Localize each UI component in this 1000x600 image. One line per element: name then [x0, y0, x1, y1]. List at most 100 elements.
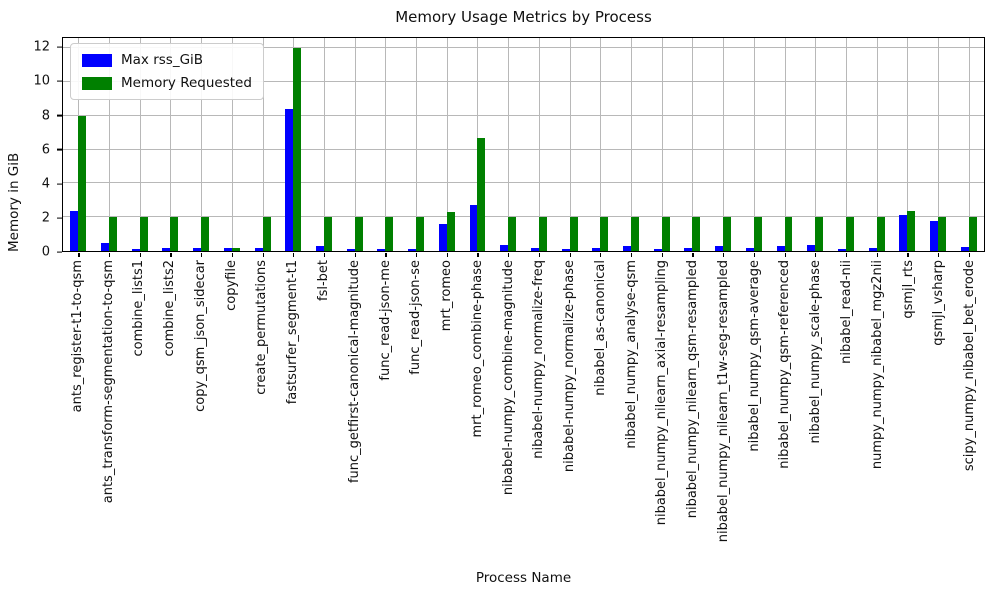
y-tick-label: 2 — [41, 210, 50, 226]
x-tick-label-cell: ants_register-t1-to-qsm — [62, 260, 93, 560]
y-tick-label: 0 — [41, 244, 50, 260]
x-tick-mark — [477, 252, 479, 257]
bar-group — [370, 38, 401, 257]
legend-entry: Memory Requested — [82, 75, 252, 91]
x-tick-label-cell: func_read-json-se — [400, 260, 431, 560]
vertical-gridline — [170, 38, 172, 251]
bar-group — [401, 38, 432, 257]
y-tick-label: 10 — [33, 73, 50, 89]
bar-pair — [554, 38, 585, 251]
x-tick-label: create_permutations — [254, 260, 270, 395]
y-tick-mark — [57, 183, 62, 185]
x-tick-mark — [753, 252, 755, 257]
bar-memory-requested — [784, 217, 793, 251]
bar-max-rss-gib — [316, 245, 324, 251]
bar-pair — [247, 38, 278, 251]
x-tick-mark — [538, 252, 541, 257]
legend-label: Max rss_GiB — [121, 52, 204, 68]
bar-pair — [94, 38, 125, 251]
x-tick-label-cell: nibabel_numpy_analyse-qsm — [616, 260, 647, 560]
x-tick-label-cell: scipy_numpy_nibabel_bet_erode — [954, 260, 985, 560]
x-tick-label: copyfile — [223, 260, 239, 311]
bar-max-rss-gib — [254, 248, 263, 251]
vertical-gridline — [692, 38, 694, 251]
vertical-gridline — [631, 38, 632, 251]
bar-group — [493, 38, 524, 257]
bar-pair — [861, 38, 892, 251]
bar-pair — [155, 38, 186, 251]
bar-memory-requested — [876, 217, 885, 251]
x-tick-mark — [139, 252, 141, 257]
bar-max-rss-gib — [162, 248, 171, 251]
bar-group — [554, 38, 585, 257]
bar-group — [861, 38, 892, 257]
bar-memory-requested — [446, 212, 455, 251]
bar-group — [800, 38, 831, 257]
chart-title: Memory Usage Metrics by Process — [395, 8, 652, 26]
bar-group — [247, 38, 278, 257]
x-tick-label: func_read-json-se — [408, 260, 424, 375]
bar-pair — [401, 38, 432, 251]
horizontal-gridline — [63, 114, 984, 116]
vertical-gridline — [600, 38, 602, 251]
bar-group — [677, 38, 708, 257]
bar-group — [63, 38, 94, 257]
bar-pair — [953, 38, 984, 251]
x-tick-label: nibabel-numpy_combine-magnitude — [500, 260, 516, 496]
bar-group — [278, 38, 309, 257]
horizontal-gridline — [63, 80, 984, 82]
x-tick-label: nibabel_as-canonical — [592, 260, 608, 396]
bar-max-rss-gib — [561, 249, 570, 251]
bar-group — [462, 38, 493, 257]
legend: Max rss_GiB Memory Requested — [70, 43, 264, 100]
x-tick-mark — [262, 252, 264, 257]
bar-memory-requested — [231, 247, 240, 251]
y-tick-mark — [57, 149, 62, 151]
x-tick-label-cell: copy_qsm_json_sidecar — [185, 260, 216, 560]
vertical-gridline — [109, 38, 111, 251]
x-tick-label-cell: nibabel_read-nii — [831, 260, 862, 560]
vertical-gridline — [569, 38, 571, 251]
bar-max-rss-gib — [868, 247, 877, 251]
x-tick-mark — [631, 252, 633, 257]
bar-pair — [462, 38, 493, 251]
vertical-gridline — [815, 38, 817, 251]
x-tick-label: nibabel_numpy_nilearn_axial-resampling — [654, 260, 670, 526]
bar-max-rss-gib — [193, 248, 202, 251]
legend-swatch — [82, 76, 112, 90]
x-tick-label-cell: fastsurfer_segment-t1 — [277, 260, 308, 560]
bar-group — [339, 38, 370, 257]
vertical-gridline — [968, 38, 970, 251]
horizontal-gridline — [63, 216, 984, 218]
x-tick-label: qsmjl_vsharp — [931, 260, 947, 346]
bar-max-rss-gib — [653, 249, 662, 251]
vertical-gridline — [323, 38, 325, 251]
bar-group — [953, 38, 984, 257]
y-tick-label: 8 — [41, 108, 50, 123]
vertical-gridline — [876, 38, 878, 251]
y-tick-label: 4 — [41, 176, 50, 192]
x-tick-label: ants_transform-segmentation-to-qsm — [100, 260, 116, 504]
bar-memory-requested — [968, 217, 977, 251]
bar-group — [585, 38, 616, 257]
horizontal-gridline — [63, 182, 984, 184]
bar-memory-requested — [938, 217, 946, 251]
x-tick-label: copy_qsm_json_sidecar — [192, 260, 208, 412]
x-tick-label: ants_register-t1-to-qsm — [69, 260, 85, 413]
x-tick-mark — [845, 252, 848, 257]
bar-groups — [63, 38, 984, 257]
x-tick-mark — [907, 252, 909, 257]
x-tick-label: nibabel_numpy_nilearn_qsm-resampled — [685, 260, 701, 519]
x-tick-mark — [354, 252, 356, 257]
x-tick-label-cell: nibabel_numpy_nilearn_axial-resampling — [647, 260, 678, 560]
x-tick-label-cell: fsl-bet — [308, 260, 339, 560]
x-tick-label: nibabel_numpy_analyse-qsm — [623, 260, 639, 449]
bar-max-rss-gib — [377, 249, 386, 251]
x-tick-label-cell: nibabel-numpy_normalize-freq — [523, 260, 554, 560]
x-tick-mark — [201, 252, 203, 257]
bar-memory-requested — [508, 217, 517, 251]
x-tick-label: qsmjl_rts — [900, 260, 916, 319]
x-tick-mark — [385, 252, 387, 257]
bar-pair — [769, 38, 800, 251]
